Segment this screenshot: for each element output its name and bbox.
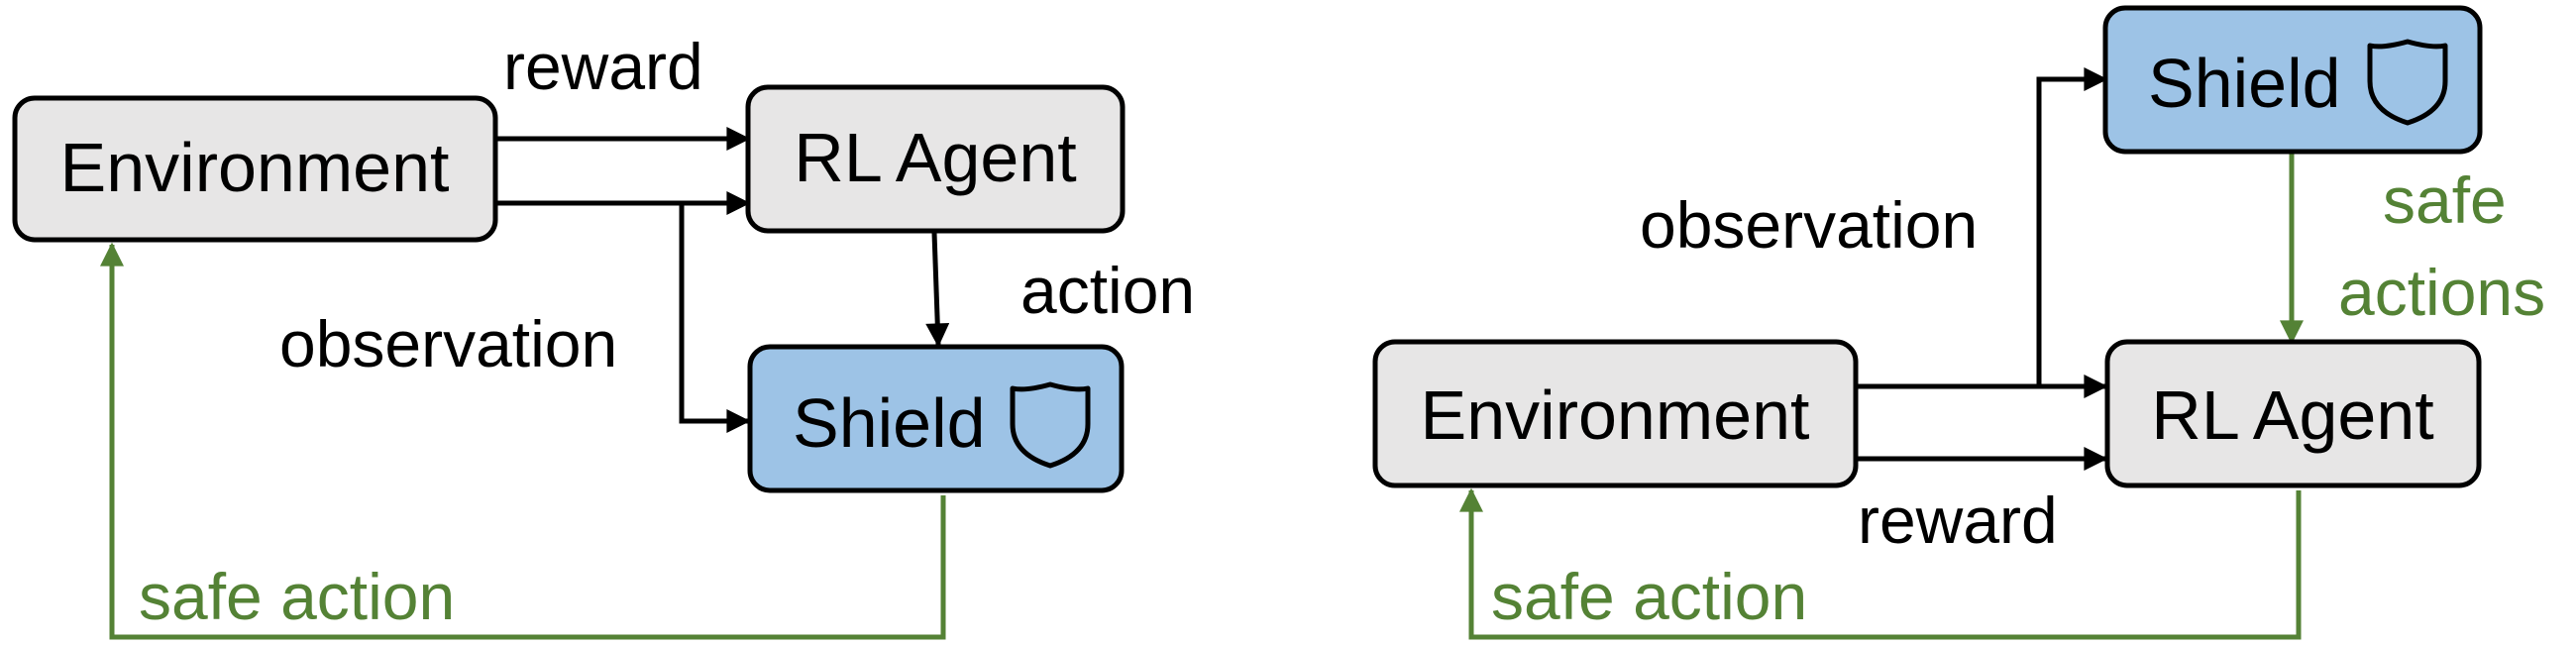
left-environment-box [12, 95, 498, 243]
right-environment-label: Environment [1421, 376, 1810, 454]
right-shield-label: Shield [2148, 45, 2341, 122]
right-safe-action-path [1459, 487, 2302, 640]
right-agent-box [2104, 339, 2482, 488]
right-agent-label: RL Agent [2151, 376, 2433, 454]
shield-icon [1010, 381, 1091, 469]
shield-icon [2367, 39, 2448, 126]
left-safe-action-path [100, 242, 946, 640]
left-observation-label: observation [279, 307, 617, 380]
left-action-arrow [925, 232, 950, 348]
left-diagram: Environment RL Agent Shield reward obser… [12, 30, 1195, 640]
right-environment-box [1372, 339, 1859, 488]
left-environment-label: Environment [60, 129, 450, 206]
right-observation-label: observation [1640, 188, 1978, 262]
right-diagram: Shield Environment RL Agent observation … [1372, 5, 2545, 640]
left-reward-label: reward [503, 30, 703, 103]
left-agent-box [745, 84, 1126, 234]
left-observation-arrow-to-shield [679, 203, 751, 433]
left-safe-action-label: safe action [139, 560, 455, 633]
right-safe-actions-label-line1: safe [2383, 163, 2507, 237]
right-safe-actions-label-line2: actions [2338, 256, 2545, 329]
right-safe-action-label: safe action [1491, 560, 1807, 633]
left-action-label: action [1020, 254, 1195, 327]
right-reward-label: reward [1858, 484, 2058, 557]
left-shield-label: Shield [793, 384, 986, 462]
right-observation-arrow-to-shield [2036, 67, 2108, 386]
left-agent-label: RL Agent [794, 119, 1076, 196]
